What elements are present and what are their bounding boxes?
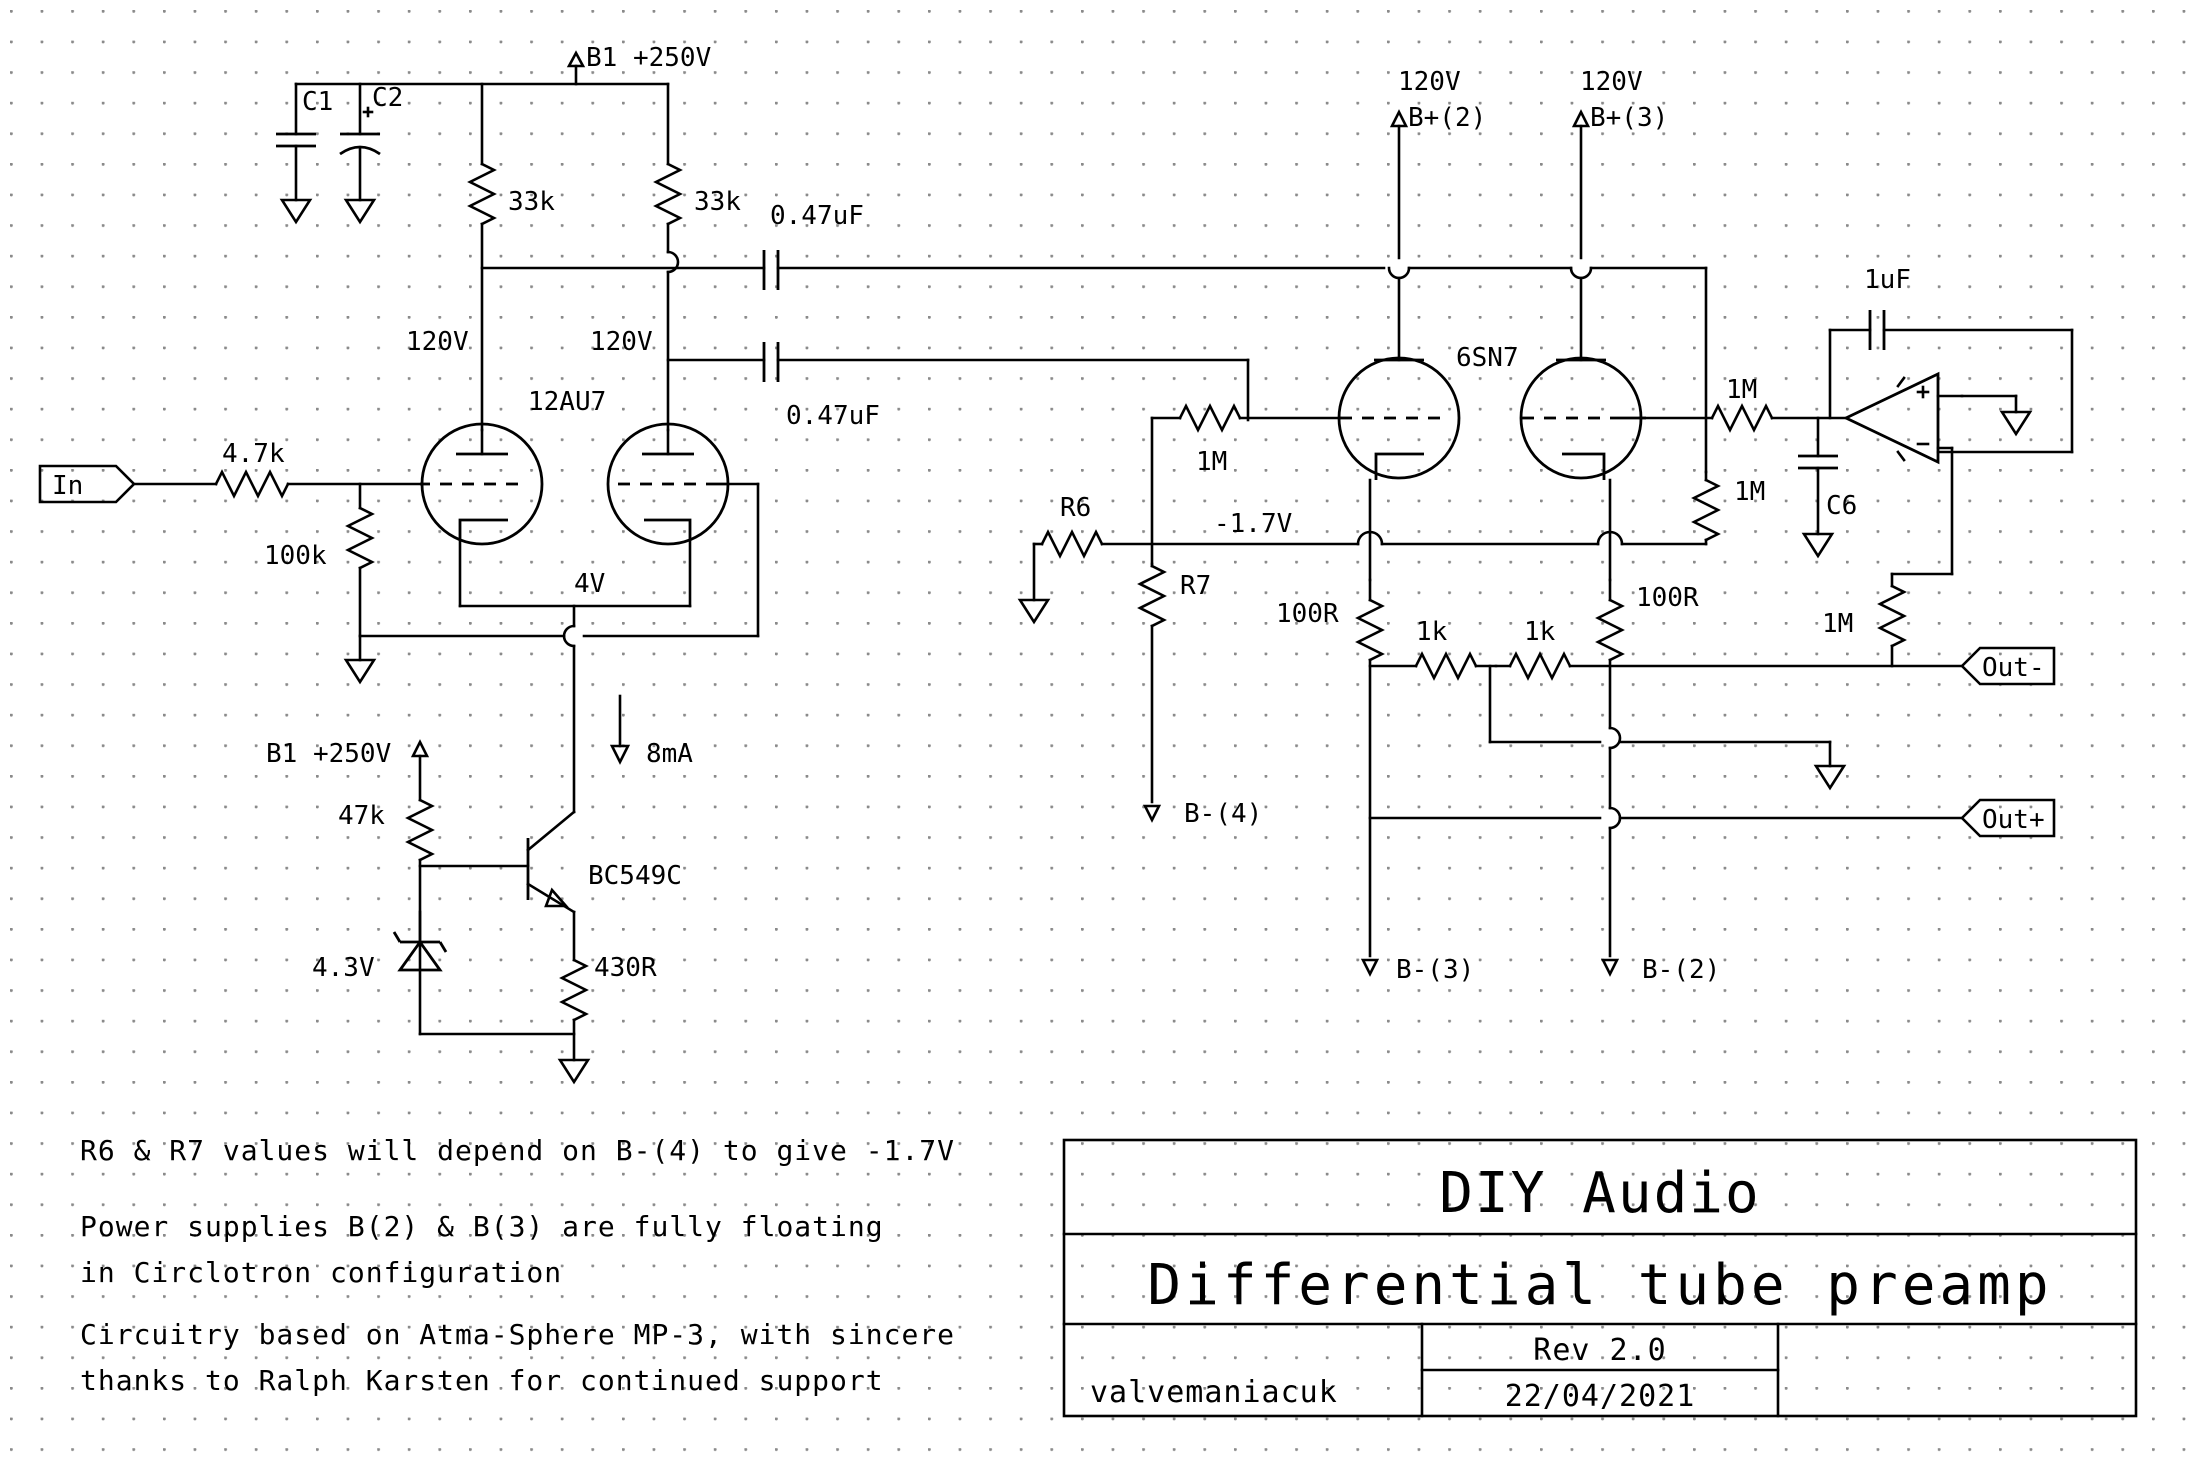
c1-label: C1 xyxy=(302,87,333,117)
r7-label: R7 xyxy=(1180,571,1211,601)
title-block xyxy=(1062,1138,2138,1418)
tube-12au7-a xyxy=(420,422,544,608)
b1-ccs-label: B1 +250V xyxy=(266,739,391,769)
resistor-1k-b xyxy=(1494,651,1964,681)
resistor-opamp-in xyxy=(1638,403,1848,433)
transistor-bc549c xyxy=(418,810,576,962)
plate-b-res-label: 33k xyxy=(694,187,741,217)
note-r6-r7: R6 & R7 values will depend on B-(4) to g… xyxy=(80,1134,955,1167)
bias-voltage: -1.7V xyxy=(1214,509,1292,539)
supply-bplus3 xyxy=(1569,109,1593,362)
res-100r-a-label: 100R xyxy=(1276,599,1339,629)
note-supplies-line1: Power supplies B(2) & B(3) are fully flo… xyxy=(80,1210,884,1243)
bminus2-label: B-(2) xyxy=(1642,955,1720,985)
tube-input-label: 12AU7 xyxy=(528,387,606,417)
input-port[interactable] xyxy=(38,464,136,504)
res-47k-label: 47k xyxy=(338,801,385,831)
plate-b-voltage: 120V xyxy=(590,327,653,357)
title-block-title: Differential tube preamp xyxy=(1147,1253,2052,1318)
resistor-r6 xyxy=(1017,529,1360,625)
input-series-res-label: 4.7k xyxy=(222,439,285,469)
resistor-47k xyxy=(405,798,435,1036)
grid-leak-res-label: 100k xyxy=(264,541,327,571)
capacitor-1uf-feedback xyxy=(1828,310,2074,454)
zener-diode xyxy=(392,910,448,972)
bminus3-label: B-(3) xyxy=(1396,955,1474,985)
right-1m-label: 1M xyxy=(1734,477,1765,507)
resistor-grid-1m xyxy=(1150,403,1342,566)
capacitor-c6 xyxy=(1798,416,1838,559)
plate-6sn7-b-voltage: 120V xyxy=(1580,67,1643,97)
current-label: 8mA xyxy=(646,739,693,769)
opamp xyxy=(1842,371,2033,465)
output-port-plus[interactable] xyxy=(1960,798,2056,838)
coupling-cap-a xyxy=(480,250,1386,290)
cathode-voltage: 4V xyxy=(574,569,605,599)
b1-top-label: B1 +250V xyxy=(586,43,711,73)
res-100r-b-label: 100R xyxy=(1636,583,1699,613)
supply-bplus2 xyxy=(1387,109,1411,362)
capacitor-c2 xyxy=(339,82,381,225)
out-plus-label: Out+ xyxy=(1982,805,2045,835)
bias-crossover-a xyxy=(1356,530,1384,546)
resistor-1k-a xyxy=(1368,651,1498,681)
res-1k-b-label: 1k xyxy=(1524,617,1556,647)
title-block-date: 22/04/2021 xyxy=(1505,1379,1696,1414)
res-430r-label: 430R xyxy=(594,953,657,983)
out-minus-label: Out- xyxy=(1982,653,2045,683)
resistor-input-series xyxy=(132,469,422,499)
bias-crossover-b xyxy=(1596,530,1624,546)
plate-a-res-label: 33k xyxy=(508,187,555,217)
c2-label: C2 xyxy=(372,83,403,113)
out-1m-label: 1M xyxy=(1822,609,1853,639)
zener-label: 4.3V xyxy=(312,953,375,983)
resistor-plate-b xyxy=(653,82,683,432)
title-block-revision: Rev 2.0 xyxy=(1533,1333,1666,1368)
bplus3-label: B+(3) xyxy=(1590,103,1668,133)
resistor-right-1m xyxy=(1691,470,1721,546)
cathode-node xyxy=(343,604,760,814)
coupling-cap-b xyxy=(666,342,1250,422)
ccs-supply-node xyxy=(410,739,430,802)
capacitor-c1 xyxy=(276,82,316,225)
ground-midpoint xyxy=(1488,664,1847,791)
input-port-label: In xyxy=(52,471,83,501)
tube-output-label: 6SN7 xyxy=(1456,343,1519,373)
cap-1uf-label: 1uF xyxy=(1864,265,1911,295)
plate-a-voltage: 120V xyxy=(406,327,469,357)
current-arrow xyxy=(609,694,631,765)
c6-label: C6 xyxy=(1826,491,1857,521)
grid-1m-label: 1M xyxy=(1196,447,1227,477)
resistor-100r-a xyxy=(1355,578,1385,977)
transistor-label: BC549C xyxy=(588,861,682,891)
resistor-r7 xyxy=(1137,562,1167,823)
note-credit-line1: Circuitry based on Atma-Sphere MP-3, wit… xyxy=(80,1318,955,1351)
bminus4-label: B-(4) xyxy=(1184,799,1262,829)
plate-6sn7-a-voltage: 120V xyxy=(1398,67,1461,97)
r6-label: R6 xyxy=(1060,493,1091,523)
resistor-100r-b xyxy=(1595,578,1625,977)
res-1k-a-label: 1k xyxy=(1416,617,1448,647)
note-credit-line2: thanks to Ralph Karsten for continued su… xyxy=(80,1364,884,1397)
bplus2-label: B+(2) xyxy=(1408,103,1486,133)
resistor-grid-leak xyxy=(345,482,375,638)
coupling-cap-b-label: 0.47uF xyxy=(786,401,880,431)
resistor-430r xyxy=(418,958,591,1085)
output-port-minus[interactable] xyxy=(1960,646,2056,686)
resistor-out-1m xyxy=(1877,446,1954,668)
title-block-author: valvemaniacuk xyxy=(1090,1375,1338,1410)
coupling-cap-a-label: 0.47uF xyxy=(770,201,864,231)
opamp-in-1m-label: 1M xyxy=(1726,375,1757,405)
tube-12au7-b xyxy=(606,422,760,638)
note-supplies-line2: in Circlotron configuration xyxy=(80,1256,562,1289)
resistor-plate-a xyxy=(467,82,497,432)
title-block-company: DIY Audio xyxy=(1439,1161,1760,1226)
